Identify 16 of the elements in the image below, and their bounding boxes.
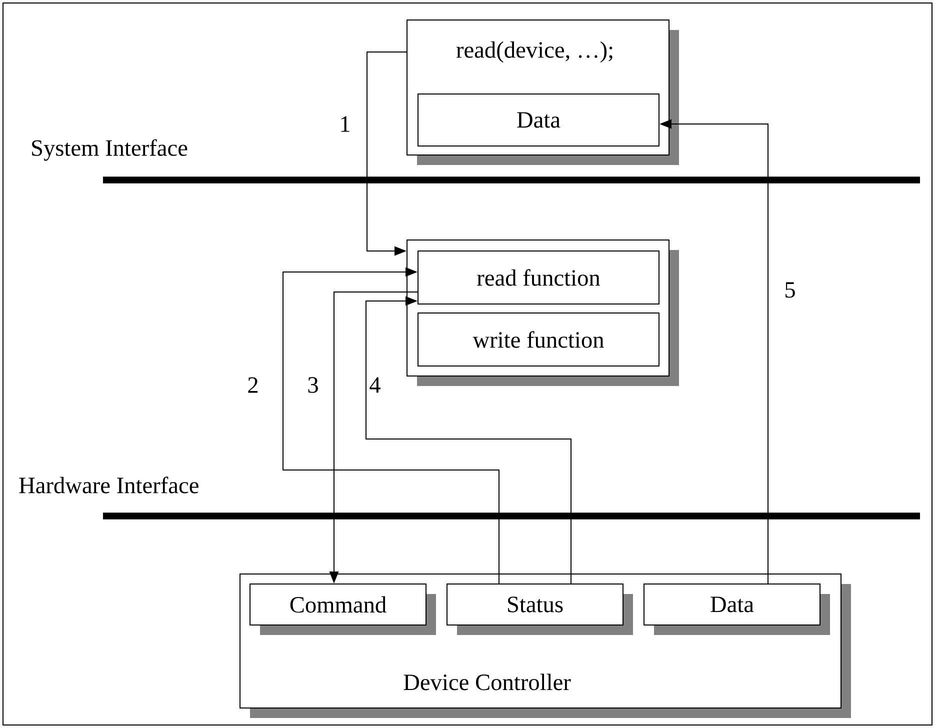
interface-label: System Interface bbox=[32, 139, 188, 161]
arrow bbox=[366, 296, 572, 584]
edge-label: 1 bbox=[338, 114, 352, 134]
register-box: Data bbox=[644, 584, 830, 635]
function-box: write function bbox=[418, 312, 660, 366]
edge-label: 4 bbox=[368, 376, 382, 394]
function-box: read function bbox=[418, 250, 660, 304]
arrow bbox=[282, 267, 500, 584]
arrow bbox=[366, 52, 407, 256]
edge-label: 5 bbox=[782, 280, 798, 300]
edge-label: 3 bbox=[306, 376, 320, 394]
edge-label: 2 bbox=[246, 376, 260, 394]
register-box: Command bbox=[250, 584, 436, 635]
interface-label: Hardware Interface bbox=[19, 476, 198, 494]
buffer-box: Data bbox=[418, 94, 660, 146]
register-box: Status bbox=[446, 584, 633, 635]
